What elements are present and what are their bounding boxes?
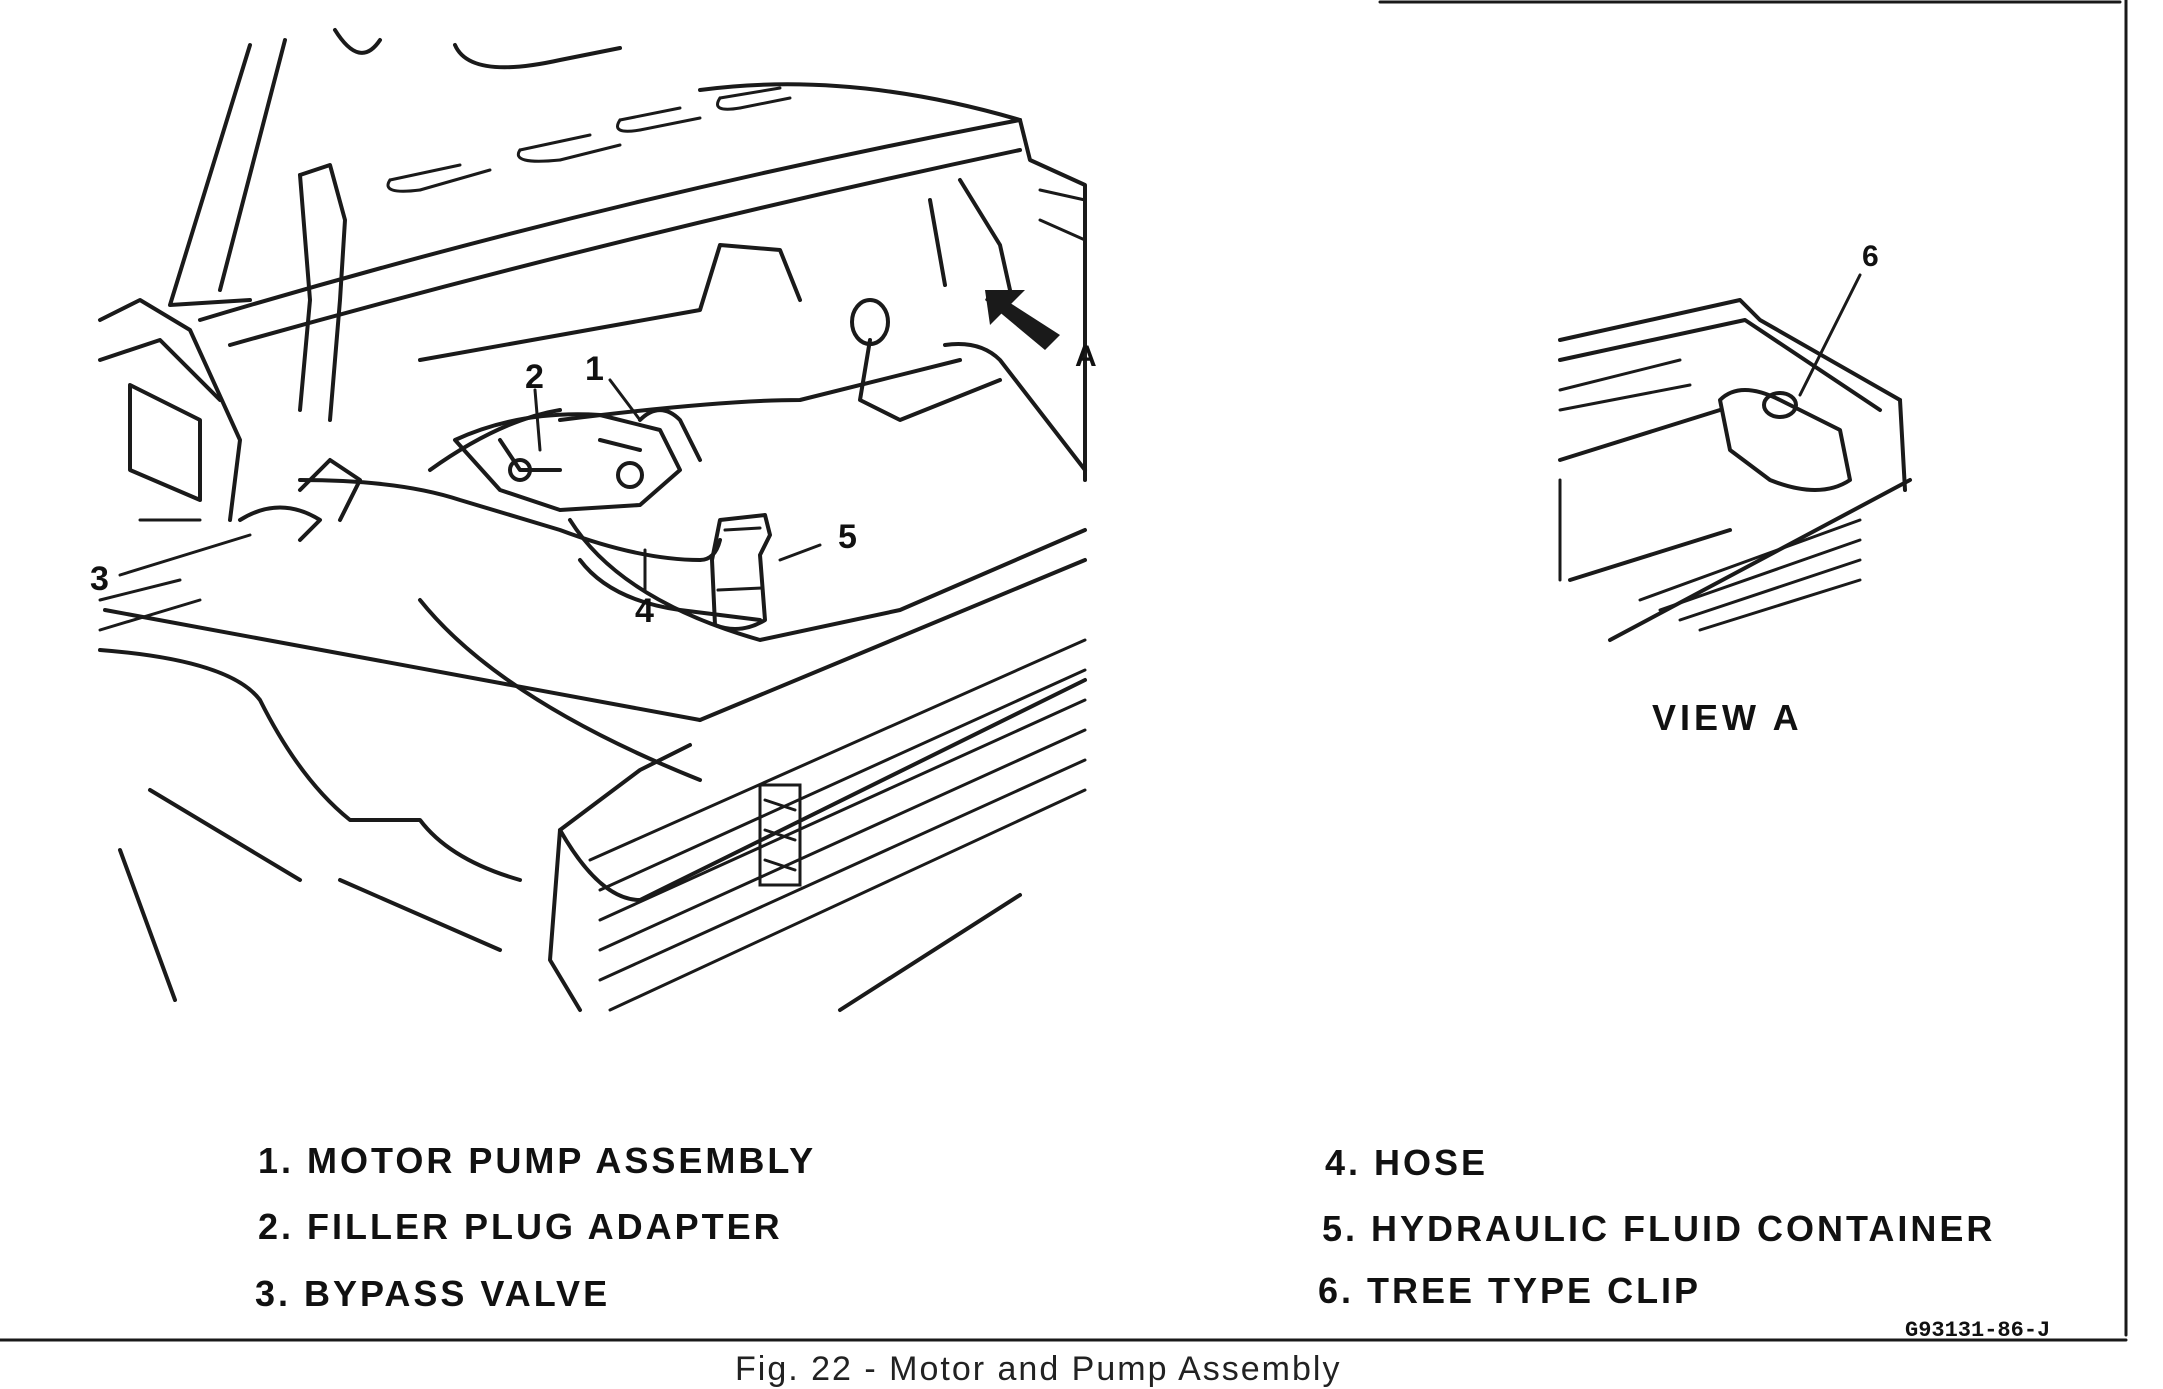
legend-item-2: 2. FILLER PLUG ADAPTER bbox=[258, 1206, 783, 1247]
trunk-drawing bbox=[98, 28, 1087, 1012]
legend-item-5: 5. HYDRAULIC FLUID CONTAINER bbox=[1322, 1208, 1996, 1249]
figure-code: G93131-86-J bbox=[1905, 1318, 2051, 1343]
view-a-inset bbox=[1558, 273, 1912, 642]
legend-item-3: 3. BYPASS VALVE bbox=[255, 1273, 611, 1314]
callout-6: 6 bbox=[1862, 240, 1879, 273]
legend-item-6: 6. TREE TYPE CLIP bbox=[1318, 1270, 1702, 1311]
arrow-a-label: A bbox=[1075, 340, 1097, 373]
legend-item-4: 4. HOSE bbox=[1325, 1142, 1489, 1183]
callout-5: 5 bbox=[838, 518, 857, 556]
figure-caption: Fig. 22 - Motor and Pump Assembly bbox=[735, 1350, 1342, 1388]
frame-lines bbox=[0, 0, 2128, 1342]
view-a-label: VIEW A bbox=[1652, 697, 1803, 738]
callout-3: 3 bbox=[90, 560, 109, 598]
legend-item-1: 1. MOTOR PUMP ASSEMBLY bbox=[258, 1140, 817, 1181]
callout-4: 4 bbox=[635, 592, 654, 630]
callout-2: 2 bbox=[525, 358, 544, 396]
callout-1: 1 bbox=[585, 350, 604, 388]
